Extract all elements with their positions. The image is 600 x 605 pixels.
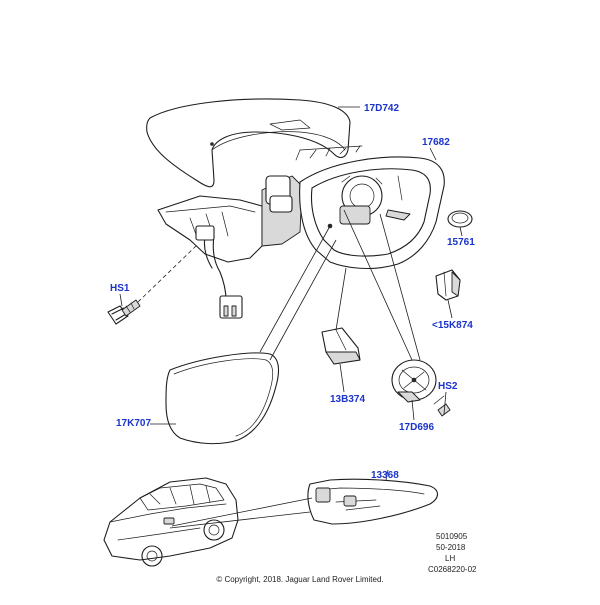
callout-13368[interactable]: 13368 bbox=[371, 470, 399, 481]
info-line-3: LH bbox=[445, 554, 456, 563]
mirror-cap-part[interactable] bbox=[146, 98, 351, 188]
callout-15761[interactable]: 15761 bbox=[447, 237, 475, 248]
grommet-part[interactable] bbox=[447, 210, 473, 228]
leader-lines bbox=[119, 106, 463, 529]
info-line-1: 5010905 bbox=[436, 532, 468, 541]
callout-17d742[interactable]: 17D742 bbox=[364, 103, 400, 114]
actuator-motor-part[interactable] bbox=[391, 359, 437, 403]
mirror-housing-part[interactable] bbox=[299, 156, 445, 269]
callout-17k707[interactable]: 17K707 bbox=[116, 418, 152, 429]
callout-17d696[interactable]: 17D696 bbox=[399, 422, 435, 433]
clip-part[interactable] bbox=[435, 269, 461, 301]
callout-hs1[interactable]: HS1 bbox=[110, 283, 130, 294]
pivot-part[interactable] bbox=[321, 327, 361, 365]
callout-17682[interactable]: 17682 bbox=[422, 137, 450, 148]
copyright-notice: © Copyright, 2018. Jaguar Land Rover Lim… bbox=[216, 575, 384, 584]
vehicle-illustration bbox=[103, 477, 239, 567]
callout-hs2[interactable]: HS2 bbox=[438, 381, 458, 392]
screw-hs1-install-path bbox=[137, 245, 197, 303]
info-line-4: C0268220-02 bbox=[428, 565, 477, 574]
info-line-2: 50-2018 bbox=[436, 543, 466, 552]
callout-13b374[interactable]: 13B374 bbox=[330, 394, 366, 405]
screw-hs2-part[interactable] bbox=[433, 395, 451, 417]
mirror-base-part[interactable] bbox=[157, 145, 363, 319]
screw-hs1-part[interactable] bbox=[107, 299, 141, 325]
callout-15k874[interactable]: <15K874 bbox=[432, 320, 473, 331]
indicator-lamp-part[interactable] bbox=[307, 478, 439, 525]
mirror-glass-part[interactable] bbox=[165, 352, 280, 445]
